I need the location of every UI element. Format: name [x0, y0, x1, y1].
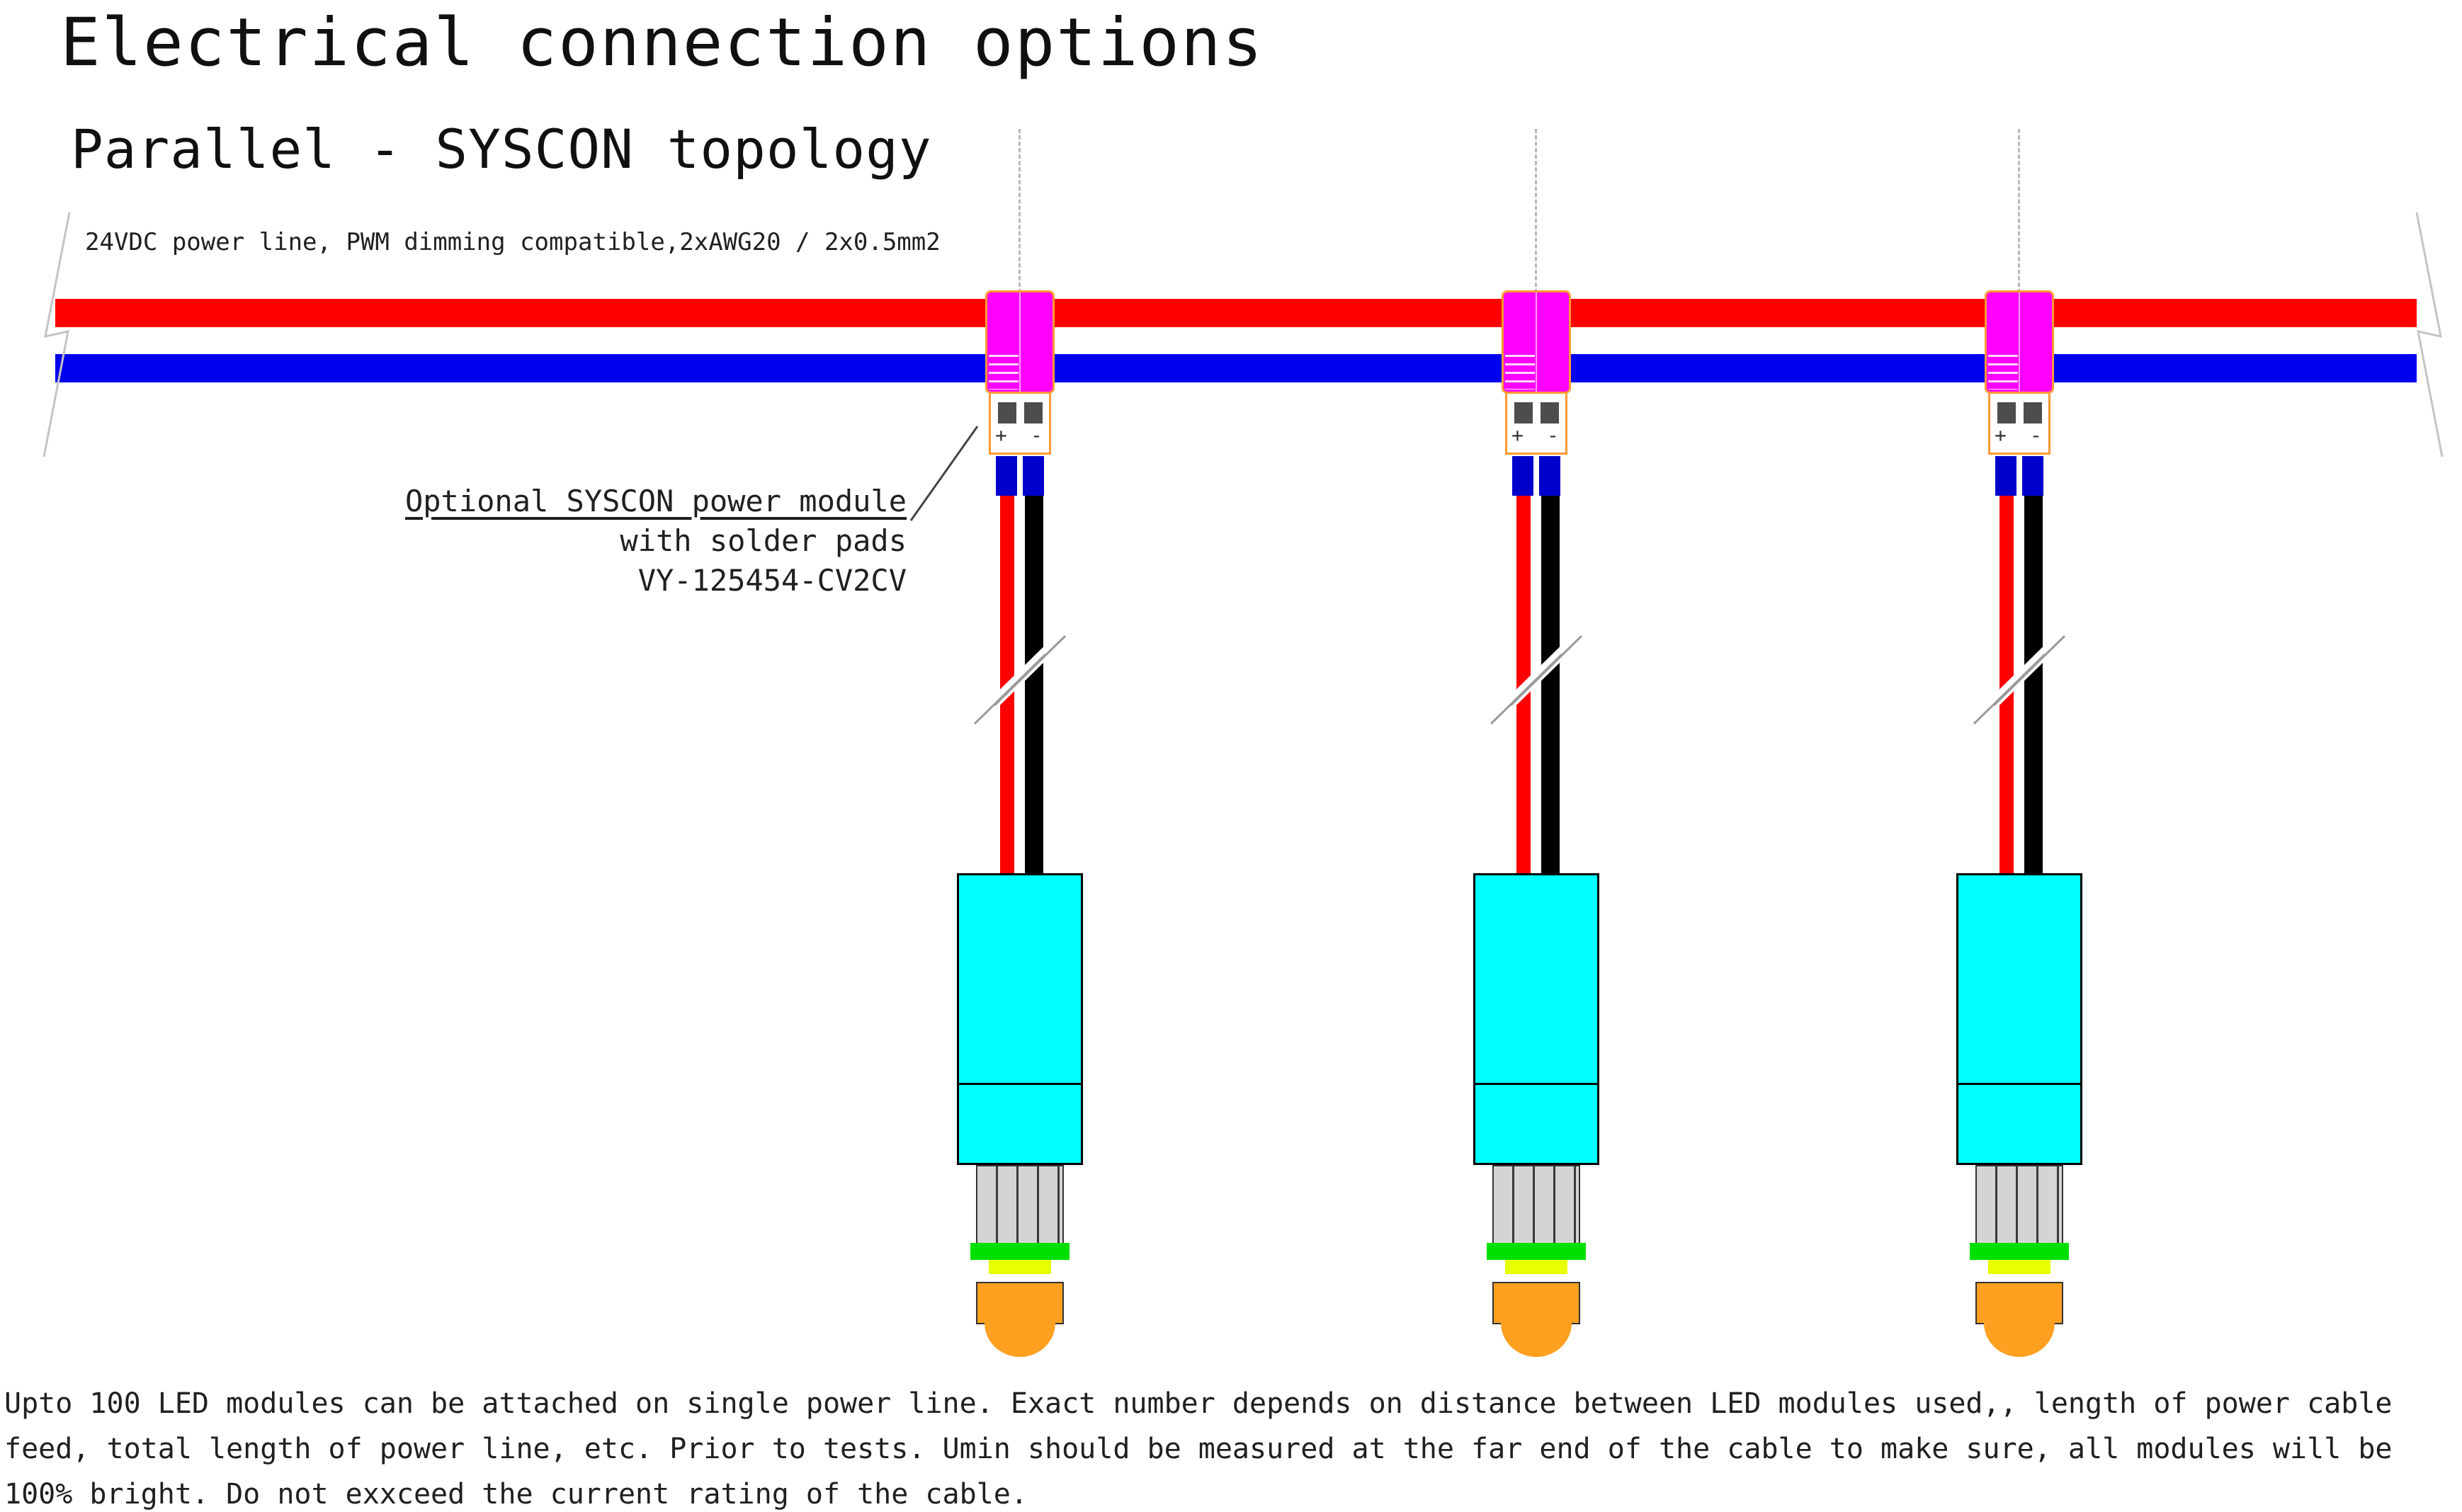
- lens-dome: [985, 1323, 1055, 1357]
- wire-terminal-left: [996, 456, 1017, 496]
- minus-mark: -: [1547, 424, 1559, 447]
- led-yellow-bar: [1988, 1260, 2050, 1274]
- wire-terminal-left: [1995, 456, 2016, 496]
- wire-terminal-right: [1023, 456, 1044, 496]
- wire-black: [1025, 495, 1043, 875]
- solder-pad-negative: [2024, 402, 2042, 424]
- wire-red: [1999, 495, 2014, 875]
- module-body-seam: [1958, 1083, 2080, 1085]
- led-module: + -: [928, 0, 1112, 1512]
- solder-pad-positive: [1997, 402, 2016, 424]
- module-body: [1473, 873, 1599, 1165]
- annotation-line2: with solder pads: [620, 523, 907, 558]
- module-body: [1956, 873, 2082, 1165]
- footer-note: Upto 100 LED modules can be attached on …: [4, 1387, 2393, 1511]
- led-green-bar: [970, 1243, 1070, 1260]
- page-subtitle: Parallel - SYSCON topology: [71, 118, 932, 181]
- threaded-collar: [976, 1165, 1064, 1244]
- powerline-label: 24VDC power line, PWM dimming compatible…: [85, 228, 941, 256]
- wire-red: [1516, 495, 1531, 875]
- connector-ridges: [1988, 348, 2018, 390]
- base-block: [1492, 1282, 1580, 1324]
- annotation-line1: Optional SYSCON power module: [404, 484, 907, 518]
- solder-pad-positive: [1514, 402, 1533, 424]
- solder-pad-housing: + -: [1988, 394, 2050, 455]
- solder-pad-housing: + -: [1505, 394, 1567, 455]
- led-green-bar: [1487, 1243, 1586, 1260]
- centerline: [1535, 129, 1537, 293]
- led-module: + -: [1927, 0, 2111, 1512]
- solder-pad-positive: [998, 402, 1016, 424]
- plus-mark: +: [1995, 424, 2007, 447]
- connector-ridges: [1505, 348, 1535, 390]
- wire-terminal-left: [1512, 456, 1533, 496]
- threaded-collar: [1492, 1165, 1580, 1244]
- annotation-line3: VY-125454-CV2CV: [637, 563, 907, 598]
- wire-terminal-right: [1539, 456, 1560, 496]
- module-body-seam: [959, 1083, 1081, 1085]
- led-green-bar: [1970, 1243, 2069, 1260]
- minus-mark: -: [2030, 424, 2042, 447]
- minus-mark: -: [1031, 424, 1043, 447]
- lens-dome: [1984, 1323, 2055, 1357]
- led-module: + -: [1444, 0, 1628, 1512]
- lens-dome: [1501, 1323, 1572, 1357]
- page-title: Electrical connection options: [60, 4, 1264, 81]
- wire-black: [2024, 495, 2043, 875]
- led-yellow-bar: [1505, 1260, 1567, 1274]
- module-body: [957, 873, 1083, 1165]
- wire-red: [1000, 495, 1014, 875]
- base-block: [976, 1282, 1064, 1324]
- solder-pad-negative: [1541, 402, 1559, 424]
- connector-ridges: [989, 348, 1019, 390]
- module-body-seam: [1475, 1083, 1597, 1085]
- led-yellow-bar: [989, 1260, 1051, 1274]
- threaded-collar: [1975, 1165, 2063, 1244]
- wire-terminal-right: [2022, 456, 2043, 496]
- plus-mark: +: [995, 424, 1007, 447]
- solder-pad-housing: + -: [989, 394, 1051, 455]
- centerline: [2018, 129, 2020, 293]
- centerline: [1019, 129, 1021, 293]
- plus-mark: +: [1511, 424, 1524, 447]
- solder-pad-negative: [1024, 402, 1043, 424]
- annotation-block: Optional SYSCON power module with solder…: [297, 482, 907, 601]
- wire-black: [1541, 495, 1560, 875]
- base-block: [1975, 1282, 2063, 1324]
